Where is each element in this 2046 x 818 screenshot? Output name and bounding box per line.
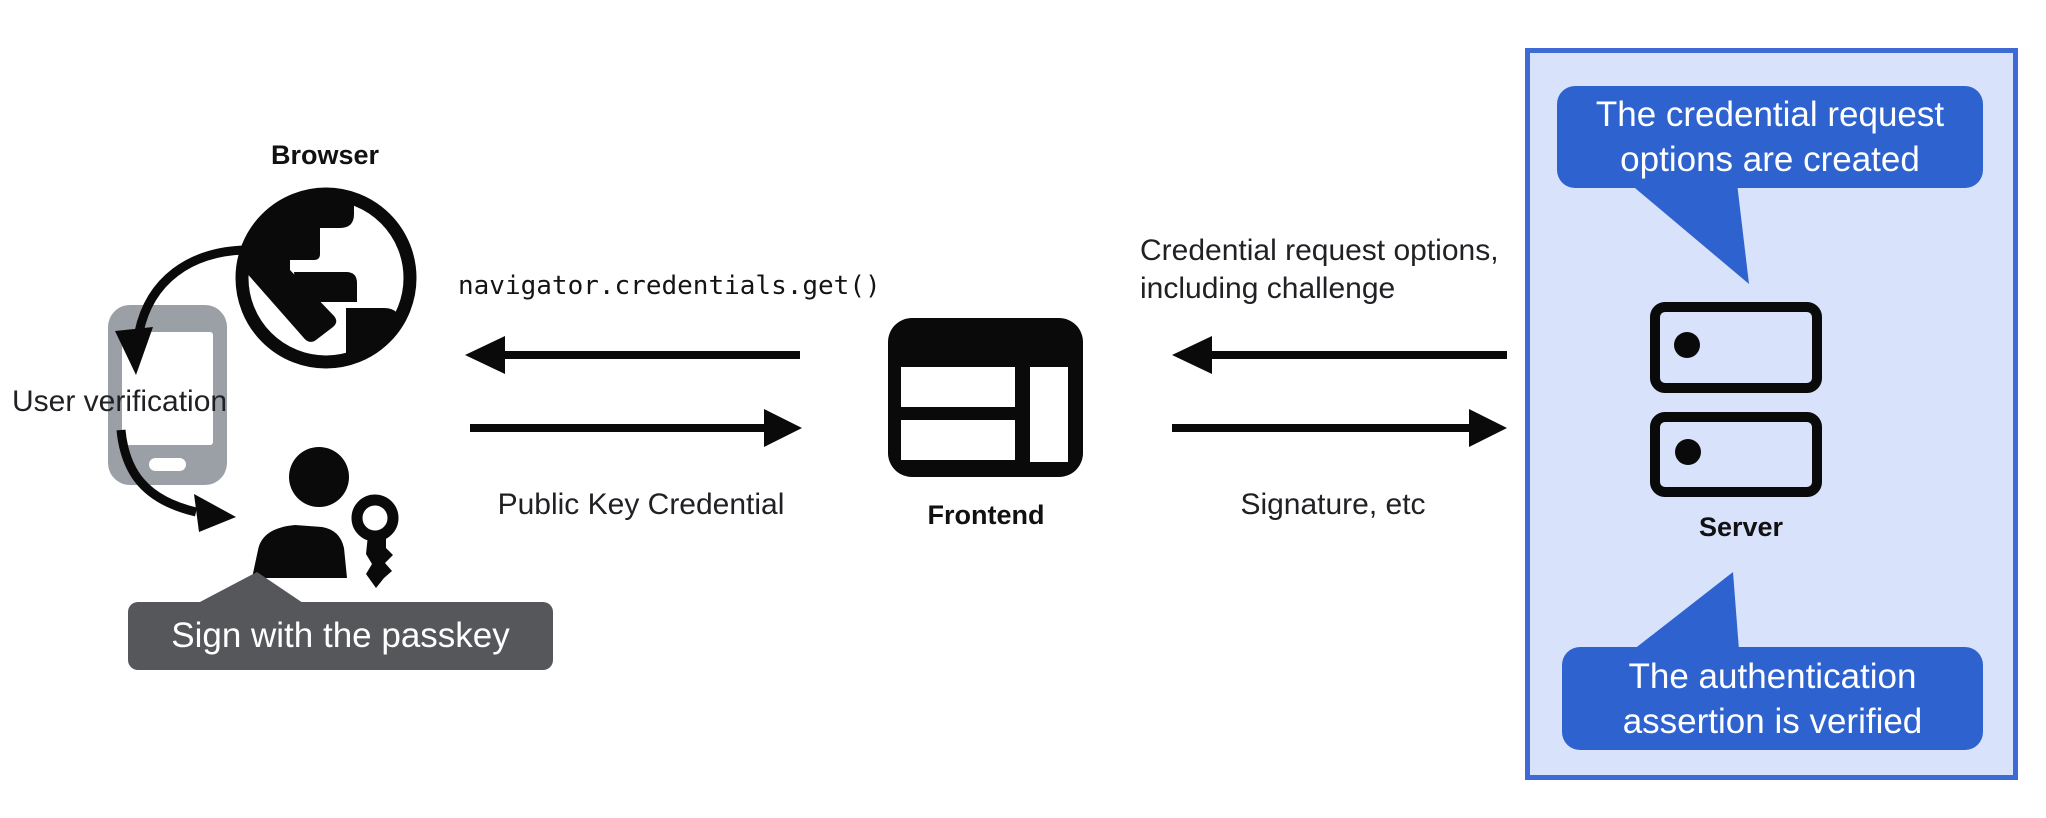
credential-options-created-bubble: The credential request options are creat… bbox=[1557, 86, 1983, 188]
curved-arrow-phone-to-user-icon bbox=[116, 429, 236, 532]
top-bubble-tail bbox=[1629, 183, 1749, 284]
signature-label: Signature, etc bbox=[1240, 488, 1426, 521]
server-label: Server bbox=[1698, 512, 1784, 542]
bottom-bubble-tail bbox=[1633, 572, 1739, 650]
bottom-bubble-line2: assertion is verified bbox=[1622, 701, 1923, 741]
passkey-bubble-text: Sign with the passkey bbox=[171, 616, 510, 655]
passkey-bubble: Sign with the passkey bbox=[128, 602, 553, 670]
person-with-key-icon bbox=[252, 447, 399, 588]
browser-window-icon bbox=[888, 318, 1083, 477]
public-key-credential-label: Public Key Credential bbox=[497, 488, 785, 521]
bottom-bubble-line1: The authentication bbox=[1628, 656, 1917, 696]
top-bubble-line2: options are created bbox=[1620, 140, 1920, 179]
user-verification-label: User verification bbox=[12, 385, 228, 418]
credential-request-line2: including challenge bbox=[1140, 272, 1396, 305]
frontend-label: Frontend bbox=[927, 500, 1045, 530]
credential-request-options-label: Credential request options, including ch… bbox=[1140, 232, 1499, 308]
arrow-frontend-to-server-icon bbox=[1172, 409, 1507, 447]
server-stack-icon bbox=[1650, 302, 1822, 497]
assertion-verified-bubble: The authentication assertion is verified bbox=[1562, 647, 1983, 750]
arrow-frontend-to-browser-icon bbox=[465, 336, 800, 374]
top-bubble-line1: The credential request bbox=[1595, 95, 1945, 134]
credential-request-line1: Credential request options, bbox=[1140, 234, 1499, 267]
code-call-label: navigator.credentials.get() bbox=[458, 271, 881, 301]
arrow-server-to-frontend-icon bbox=[1172, 336, 1507, 374]
arrow-browser-to-frontend-icon bbox=[470, 409, 802, 447]
passkey-bubble-tail bbox=[198, 572, 303, 603]
globe-icon bbox=[235, 187, 417, 369]
curved-arrow-browser-to-phone-icon bbox=[115, 245, 245, 375]
browser-label: Browser bbox=[270, 140, 380, 170]
